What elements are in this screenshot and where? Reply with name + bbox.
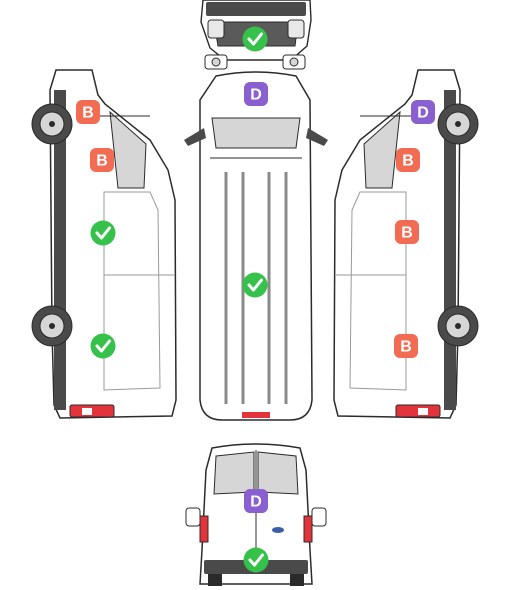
rear-view <box>185 443 327 586</box>
badge-label: B <box>402 153 414 170</box>
badge-label: B <box>400 339 412 356</box>
front-wheel <box>31 103 73 145</box>
rear-wheel <box>437 305 479 347</box>
badge-background <box>411 100 435 124</box>
check-marker[interactable] <box>242 272 268 298</box>
category-badge-b[interactable]: B <box>396 148 420 172</box>
category-badge-d[interactable]: D <box>244 489 268 513</box>
badge-background <box>76 100 100 124</box>
category-badge-d[interactable]: D <box>411 100 435 124</box>
check-icon <box>243 547 269 573</box>
check-mark <box>247 278 263 292</box>
badge-label: B <box>82 105 94 122</box>
category-badge-b[interactable]: B <box>90 148 114 172</box>
check-mark <box>247 32 263 46</box>
badge-label: D <box>250 87 262 104</box>
badge-label: D <box>417 105 429 122</box>
check-mark <box>95 339 111 353</box>
damage-markers: D B B D B B B D <box>76 26 435 573</box>
badge-background <box>395 220 419 244</box>
badge-label: B <box>401 225 413 242</box>
roof-view <box>184 71 328 421</box>
check-marker[interactable] <box>242 26 268 52</box>
category-badge-b[interactable]: B <box>395 220 419 244</box>
category-badge-b[interactable]: B <box>394 334 418 358</box>
badge-label: D <box>250 494 262 511</box>
rear-wheel <box>31 305 73 347</box>
check-mark <box>95 226 111 240</box>
badge-background <box>396 148 420 172</box>
badge-background <box>244 489 268 513</box>
right-side-view <box>333 69 479 419</box>
category-badge-b[interactable]: B <box>76 100 100 124</box>
badge-label: B <box>96 153 108 170</box>
check-icon <box>90 333 116 359</box>
badge-background <box>90 148 114 172</box>
check-marker[interactable] <box>90 220 116 246</box>
check-icon <box>242 26 268 52</box>
check-icon <box>90 220 116 246</box>
check-marker[interactable] <box>243 547 269 573</box>
badge-background <box>394 334 418 358</box>
check-icon <box>242 272 268 298</box>
front-wheel <box>437 103 479 145</box>
category-badge-d[interactable]: D <box>244 82 268 106</box>
check-marker[interactable] <box>90 333 116 359</box>
check-mark <box>248 553 264 567</box>
badge-background <box>244 82 268 106</box>
left-side-view <box>31 69 177 419</box>
